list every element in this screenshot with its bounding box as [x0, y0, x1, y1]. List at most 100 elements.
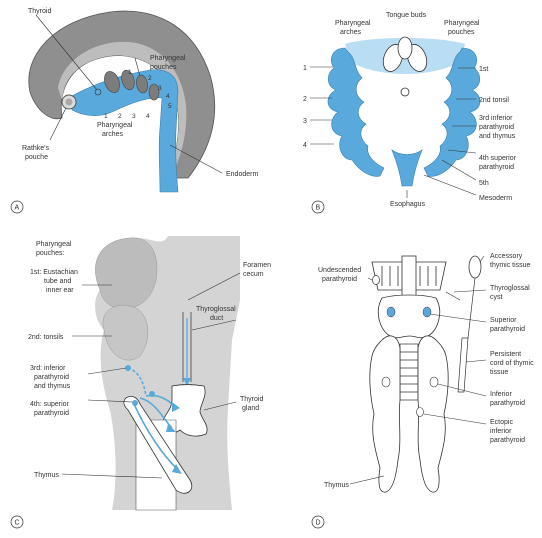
label-endoderm: Endoderm [226, 171, 258, 178]
label-1st-c: 1st: Eustachian tube and inner ear [30, 269, 78, 294]
ppc-1: Pharyngeal [36, 241, 72, 248]
panel-c: Pharyngeal pouches: 1st: Eustachian tube a… [11, 236, 271, 528]
td-1: Thyroglossal [196, 306, 236, 313]
pa-a-2: arches [102, 131, 124, 138]
b3-2: parathyroid [479, 124, 514, 131]
label-pharyngeal-arches-a: Pharyngeal arches [97, 122, 133, 138]
pc-2: cord of thymic [490, 360, 534, 367]
tg-2: gland [242, 405, 259, 412]
label-tongue-buds: Tongue buds [386, 12, 427, 19]
arch-numbers-b: 1 2 3 4 [303, 65, 307, 149]
pouch-num-3: 3 [158, 85, 162, 92]
c4-2: parathyroid [34, 410, 69, 417]
ec-1: Ectopic [490, 419, 513, 426]
thyroid-bud-a [95, 89, 101, 95]
c1-3: inner ear [46, 287, 74, 294]
b-arch-2: 2 [303, 96, 307, 103]
thymus-d [370, 336, 400, 492]
ip-2: parathyroid [490, 400, 525, 407]
persistent-cord [458, 338, 468, 392]
td-2: duct [210, 315, 223, 322]
c3-3: and thymus [34, 383, 71, 390]
label-1st-b: 1st [479, 66, 488, 73]
label-3rd-b: 3rd inferior parathyroid and thymus [479, 115, 516, 140]
fc-2: cecum [243, 271, 264, 278]
pharynx-center-b [392, 150, 422, 186]
ip-1: Inferior [490, 391, 512, 398]
pa-b-1: Pharyngeal [335, 20, 371, 27]
rp-1: Rathke's [22, 145, 50, 152]
label-thyroglossal-cyst: Thyroglossal cyst [490, 285, 530, 301]
b3-1: 3rd inferior [479, 115, 513, 122]
pouch-num-1: 1 [128, 69, 132, 76]
pa-b-2: arches [340, 29, 362, 36]
b-arch-4: 4 [303, 142, 307, 149]
tc-2: cyst [490, 294, 503, 301]
b4-2: parathyroid [479, 164, 514, 171]
b4-1: 4th superior [479, 155, 517, 162]
pouch-num-2: 2 [148, 75, 152, 82]
label-thyroid-a: Thyroid [28, 8, 51, 15]
label-3rd-c: 3rd: inferior parathyroid and thymus [30, 365, 71, 390]
pp-a-1: Pharyngeal [150, 55, 186, 62]
label-5th-b: 5th [479, 180, 489, 187]
panel-c-letter: C [15, 520, 20, 527]
c3-2: parathyroid [34, 374, 69, 381]
c3-1: 3rd: inferior [30, 365, 66, 372]
c1-1: 1st: Eustachian [30, 269, 78, 276]
sp-2: parathyroid [490, 326, 525, 333]
c1-2: tube and [44, 278, 71, 285]
ud-2: parathyroid [322, 276, 357, 283]
pp-b-1: Pharyngeal [444, 20, 480, 27]
label-pharyngeal-pouches-c: Pharyngeal pouches: [36, 241, 72, 257]
sp-1: Superior [490, 317, 517, 324]
label-foramen-cecum: Foramen cecum [243, 262, 271, 278]
arch-num-2: 2 [118, 113, 122, 120]
label-mesoderm: Mesoderm [479, 195, 512, 202]
pouch-1-c [95, 238, 157, 309]
accessory-thymic-tissue [469, 256, 481, 278]
ac-1: Accessory [490, 253, 523, 260]
panel-a: Thyroid Pharyngeal pouches Pharyngeal arch… [11, 8, 258, 213]
pouch-num-4: 4 [166, 93, 170, 100]
ppc-2: pouches: [36, 250, 64, 257]
fc-1: Foramen [243, 262, 271, 269]
pp-a-2: pouches [150, 64, 177, 71]
label-rathkes-pouche: Rathke's pouche [22, 145, 50, 161]
endoderm-tube [72, 70, 178, 192]
arch-num-3: 3 [132, 113, 136, 120]
label-superior-parathyroid: Superior parathyroid [490, 317, 525, 333]
label-thymus-d: Thymus [324, 482, 349, 489]
panel-a-letter: A [15, 205, 20, 212]
rp-2: pouche [25, 154, 48, 161]
label-undescended: Undescended parathyroid [318, 267, 361, 283]
b-arch-1: 1 [303, 65, 307, 72]
pa-a-1: Pharyngeal [97, 122, 133, 129]
arch-numbers-a: 1 2 3 4 [104, 113, 150, 120]
label-thymus-c: Thymus [34, 472, 59, 479]
ec-2: inferior [490, 428, 512, 435]
label-esophagus: Esophagus [390, 201, 426, 208]
label-accessory: Accessory thymic tissue [490, 253, 531, 269]
pouch-num-5: 5 [168, 103, 172, 110]
label-inferior-parathyroid: Inferior parathyroid [490, 391, 525, 407]
thyroid-gland-d [378, 295, 439, 338]
undescended-parathyroid [373, 276, 380, 285]
label-4th-b: 4th superior parathyroid [479, 155, 517, 171]
panel-d: Undescended parathyroid Accessory thymic t… [312, 253, 534, 528]
ud-1: Undescended [318, 267, 361, 274]
panel-b-letter: B [316, 205, 321, 212]
b3-3: and thymus [479, 133, 516, 140]
arch-num-4: 4 [146, 113, 150, 120]
pc-3: tissue [490, 369, 508, 376]
ac-2: thymic tissue [490, 262, 531, 269]
trachea-d [400, 344, 418, 400]
tc-1: Thyroglossal [490, 285, 530, 292]
panel-d-letter: D [316, 520, 321, 527]
